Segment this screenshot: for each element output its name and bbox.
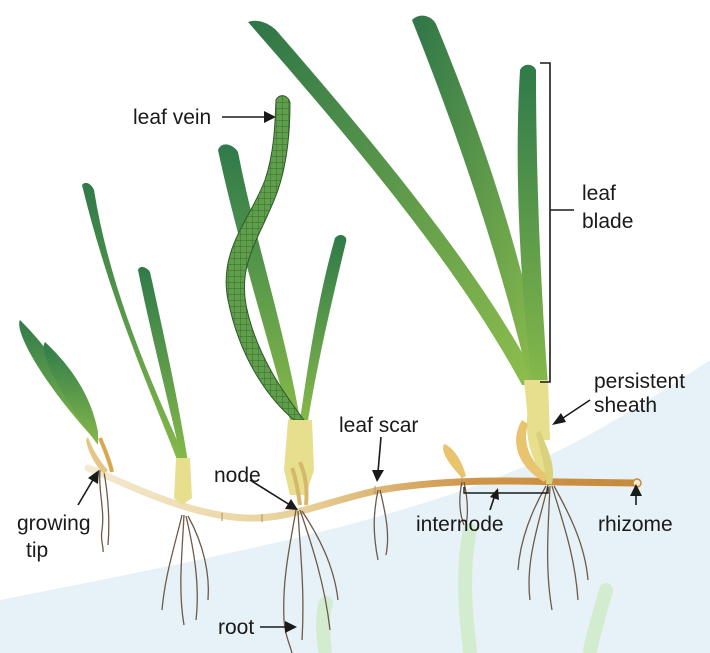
leaf-scar-sprout: [443, 444, 466, 478]
label-internode: internode: [416, 513, 504, 536]
label-growing-tip-line1: growing: [17, 512, 91, 535]
label-root: root: [218, 616, 254, 639]
label-rhizome: rhizome: [598, 513, 673, 536]
plant-3: [218, 96, 346, 505]
label-leaf-vein: leaf vein: [133, 106, 211, 129]
label-persistent-sheath-line1: persistent: [594, 370, 685, 393]
label-leaf-blade-line2: blade: [582, 210, 633, 233]
label-node: node: [214, 464, 261, 487]
label-persistent-sheath-line2: sheath: [594, 394, 657, 417]
plant-2: [82, 183, 192, 505]
label-leaf-blade-line1: leaf: [582, 182, 616, 205]
label-growing-tip-line2: tip: [26, 539, 48, 562]
label-leaf-scar: leaf scar: [339, 414, 418, 437]
leaf-vein-blade: [226, 96, 304, 420]
rhizome-tip: [633, 479, 641, 487]
plant-growing-tip: [19, 320, 112, 474]
